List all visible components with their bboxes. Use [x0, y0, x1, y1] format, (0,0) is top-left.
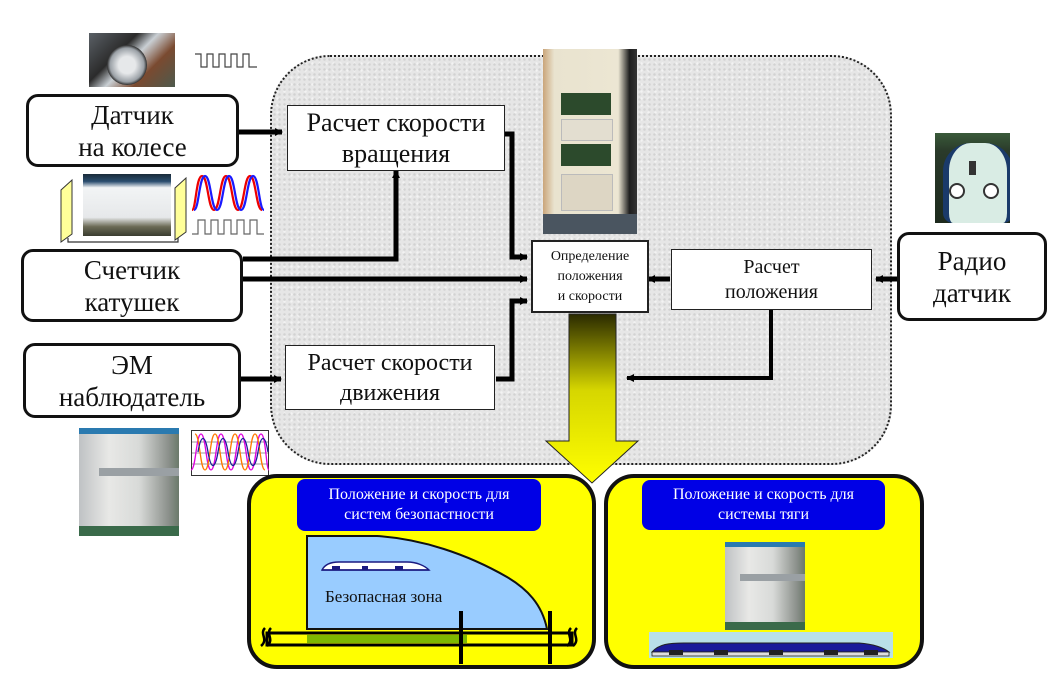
- em-observer-label-1: ЭМ: [111, 349, 153, 380]
- rotation-speed-label-1: Расчет скорости: [306, 108, 486, 137]
- traction-title-line-2: системы тяги: [718, 506, 809, 523]
- big-output-arrow: [544, 313, 640, 484]
- motion-speed-box: Расчет скорости движения: [285, 345, 495, 410]
- controller-cabinet-photo: [543, 49, 637, 234]
- motion-speed-label-1: Расчет скорости: [307, 349, 473, 376]
- determination-label-3: и скорости: [557, 288, 623, 304]
- safety-title-line-1: Положение и скорость для: [328, 486, 510, 503]
- three-phase-waveform-icon: [191, 430, 269, 476]
- sine-signal-icon: [190, 174, 265, 235]
- determination-label-1: Определение: [550, 248, 630, 264]
- coil-bracket-icon: [60, 176, 187, 243]
- safe-zone-label: Безопасная зона: [325, 587, 443, 606]
- coil-counter-label-2: катушек: [84, 286, 180, 317]
- pulse-signal-icon: [195, 53, 257, 68]
- position-calc-label-1: Расчет: [743, 255, 800, 278]
- safety-title-line-2: систем безопастности: [344, 506, 494, 523]
- radio-antenna-photo: [935, 133, 1010, 223]
- coil-photo: [83, 174, 171, 236]
- rotation-speed-label-2: вращения: [341, 139, 451, 168]
- wheel-sensor-label-1: Датчик: [91, 99, 174, 130]
- radio-sensor-label-1: Радио: [937, 245, 1007, 276]
- em-observer-label-2: наблюдатель: [58, 381, 206, 412]
- arrow-position-to-output: [626, 310, 773, 382]
- traction-title-line-1: Положение и скорость для: [673, 486, 854, 503]
- determination-box: Определение положения и скорости: [531, 240, 649, 313]
- wheel-sensor-label-2: на колесе: [78, 131, 187, 162]
- safe-track-segment: [307, 635, 467, 643]
- radio-sensor-label-2: датчик: [933, 277, 1011, 308]
- traction-train-icon: [649, 632, 893, 658]
- arrow-coil-to-rotation: [243, 170, 400, 262]
- em-stator-photo: [79, 428, 179, 536]
- traction-output-title: Положение и скорость для системы тяги: [642, 480, 885, 530]
- arrow-motion-to-determination: [496, 297, 528, 382]
- coil-counter-label-1: Счетчик: [83, 254, 181, 285]
- safe-zone-curve: [306, 535, 549, 630]
- position-calc-label-2: положения: [725, 280, 818, 303]
- arrow-rotation-to-determination: [504, 131, 528, 261]
- train-icon: [320, 561, 431, 571]
- safety-output-title: Положение и скорость для систем безопастн…: [297, 479, 541, 531]
- traction-inverter-photo: [725, 542, 805, 630]
- wheel-photo: [89, 33, 175, 87]
- motion-speed-label-2: движения: [339, 379, 441, 406]
- determination-label-2: положения: [557, 268, 623, 284]
- safety-zone-diagram: [260, 535, 579, 664]
